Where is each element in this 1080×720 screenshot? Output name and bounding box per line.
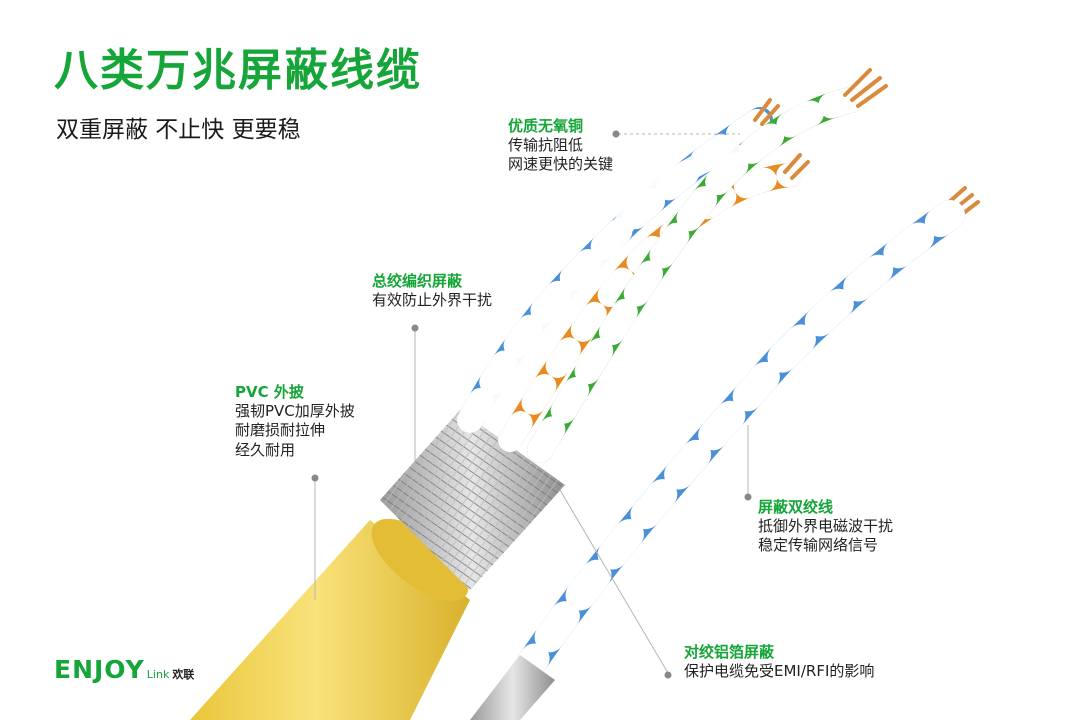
callout-twisted-pair-line: 稳定传输网络信号: [758, 536, 879, 555]
callout-foil-head: 对绞铝箔屏蔽: [684, 643, 775, 661]
callout-pvc-line: 耐磨损耐拉伸: [235, 421, 326, 440]
callout-twisted-pair: 屏蔽双绞线 抵御外界电磁波干扰 稳定传输网络信号: [758, 498, 893, 556]
page-subtitle: 双重屏蔽 不止快 更要稳: [56, 117, 301, 143]
callout-pvc: PVC 外披 强韧PVC加厚外披 耐磨损耐拉伸 经久耐用: [235, 383, 355, 460]
callout-copper-line: 传输抗阻低: [508, 136, 584, 155]
callout-dots: [311, 130, 752, 679]
callout-leaders: [314, 133, 749, 674]
callout-foil: 对绞铝箔屏蔽 保护电缆免受EMI/RFI的影响: [684, 643, 874, 681]
callout-braid-line: 有效防止外界干扰: [372, 291, 493, 310]
logo-brand: ENJOY: [54, 655, 145, 684]
callout-copper: 优质无氧铜 传输抗阻低 网速更快的关键: [508, 117, 613, 175]
twisted-pairs-bundle: [457, 87, 863, 463]
callout-copper-head: 优质无氧铜: [508, 117, 584, 135]
logo-cn: 欢联: [172, 668, 195, 681]
callout-copper-line: 网速更快的关键: [508, 155, 614, 174]
callout-foil-line: 保护电缆免受EMI/RFI的影响: [684, 662, 875, 681]
callout-pvc-line: 强韧PVC加厚外披: [235, 402, 355, 421]
callout-braid-head: 总绞编织屏蔽: [372, 272, 463, 290]
callout-pvc-line: 经久耐用: [235, 440, 296, 459]
shielded-twisted-pair: [470, 200, 965, 720]
page-title: 八类万兆屏蔽线缆: [54, 45, 422, 96]
callout-twisted-pair-line: 抵御外界电磁波干扰: [758, 517, 894, 536]
callout-pvc-head: PVC 外披: [235, 383, 304, 401]
braided-shield: [380, 410, 565, 590]
pvc-jacket: [190, 518, 470, 720]
copper-conductors: [753, 68, 980, 224]
brand-logo: ENJOY Link 欢联: [54, 655, 194, 684]
logo-link: Link: [146, 668, 170, 681]
callout-braid: 总绞编织屏蔽 有效防止外界干扰: [372, 272, 492, 310]
callout-twisted-pair-head: 屏蔽双绞线: [758, 498, 834, 516]
